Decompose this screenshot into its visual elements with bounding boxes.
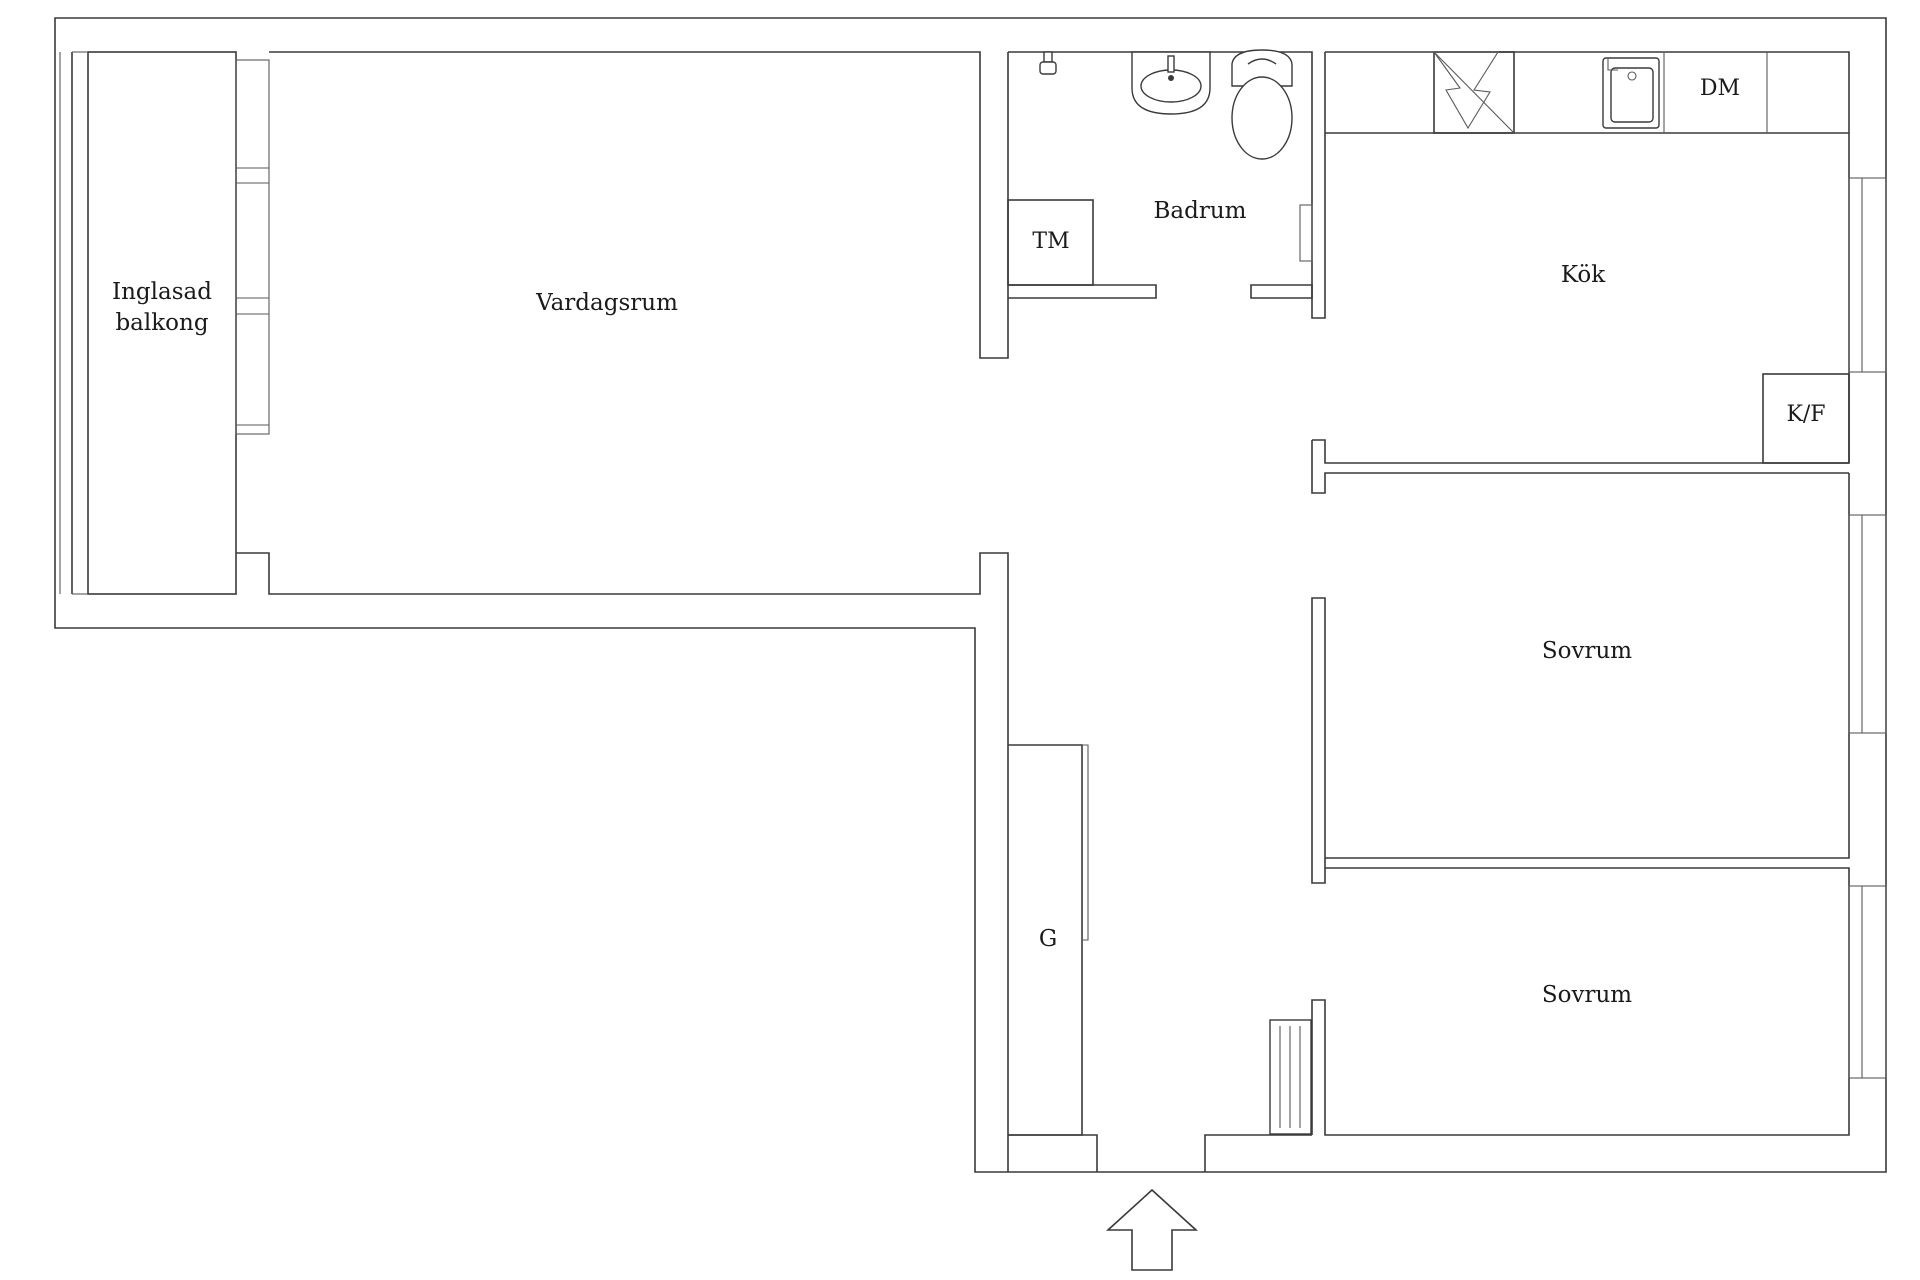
dishwasher-label: DM (1700, 76, 1740, 101)
bedroom-lower-label: Sovrum (1542, 982, 1632, 1008)
balcony-label-line2: balkong (115, 310, 208, 336)
living-room-label: Vardagsrum (535, 290, 678, 316)
toilet-icon (1231, 49, 1293, 160)
kitchen (1311, 51, 1887, 494)
wardrobe-label: G (1039, 926, 1057, 952)
stove-icon (1432, 51, 1515, 134)
bedroom-upper (1311, 473, 1887, 884)
bedroom-upper-label: Sovrum (1542, 638, 1632, 664)
living-room (236, 51, 1009, 1172)
hallway (1008, 744, 1312, 1172)
bathroom (1007, 49, 1326, 319)
bathroom-label: Badrum (1154, 198, 1247, 224)
washer-label: TM (1032, 229, 1069, 254)
tap-icon (1039, 51, 1057, 75)
bedroom-lower (1269, 867, 1887, 1136)
sink-icon (1131, 51, 1211, 115)
kitchen-sink-icon (1602, 57, 1660, 129)
fridge-freezer-label: K/F (1786, 402, 1825, 427)
kitchen-label: Kök (1561, 262, 1606, 288)
balcony (59, 51, 270, 595)
entrance-arrow-icon (1105, 1188, 1199, 1271)
radiator-icon (1269, 1019, 1312, 1135)
balcony-label-line1: Inglasad (112, 279, 212, 305)
outer-walls (54, 17, 1887, 1173)
